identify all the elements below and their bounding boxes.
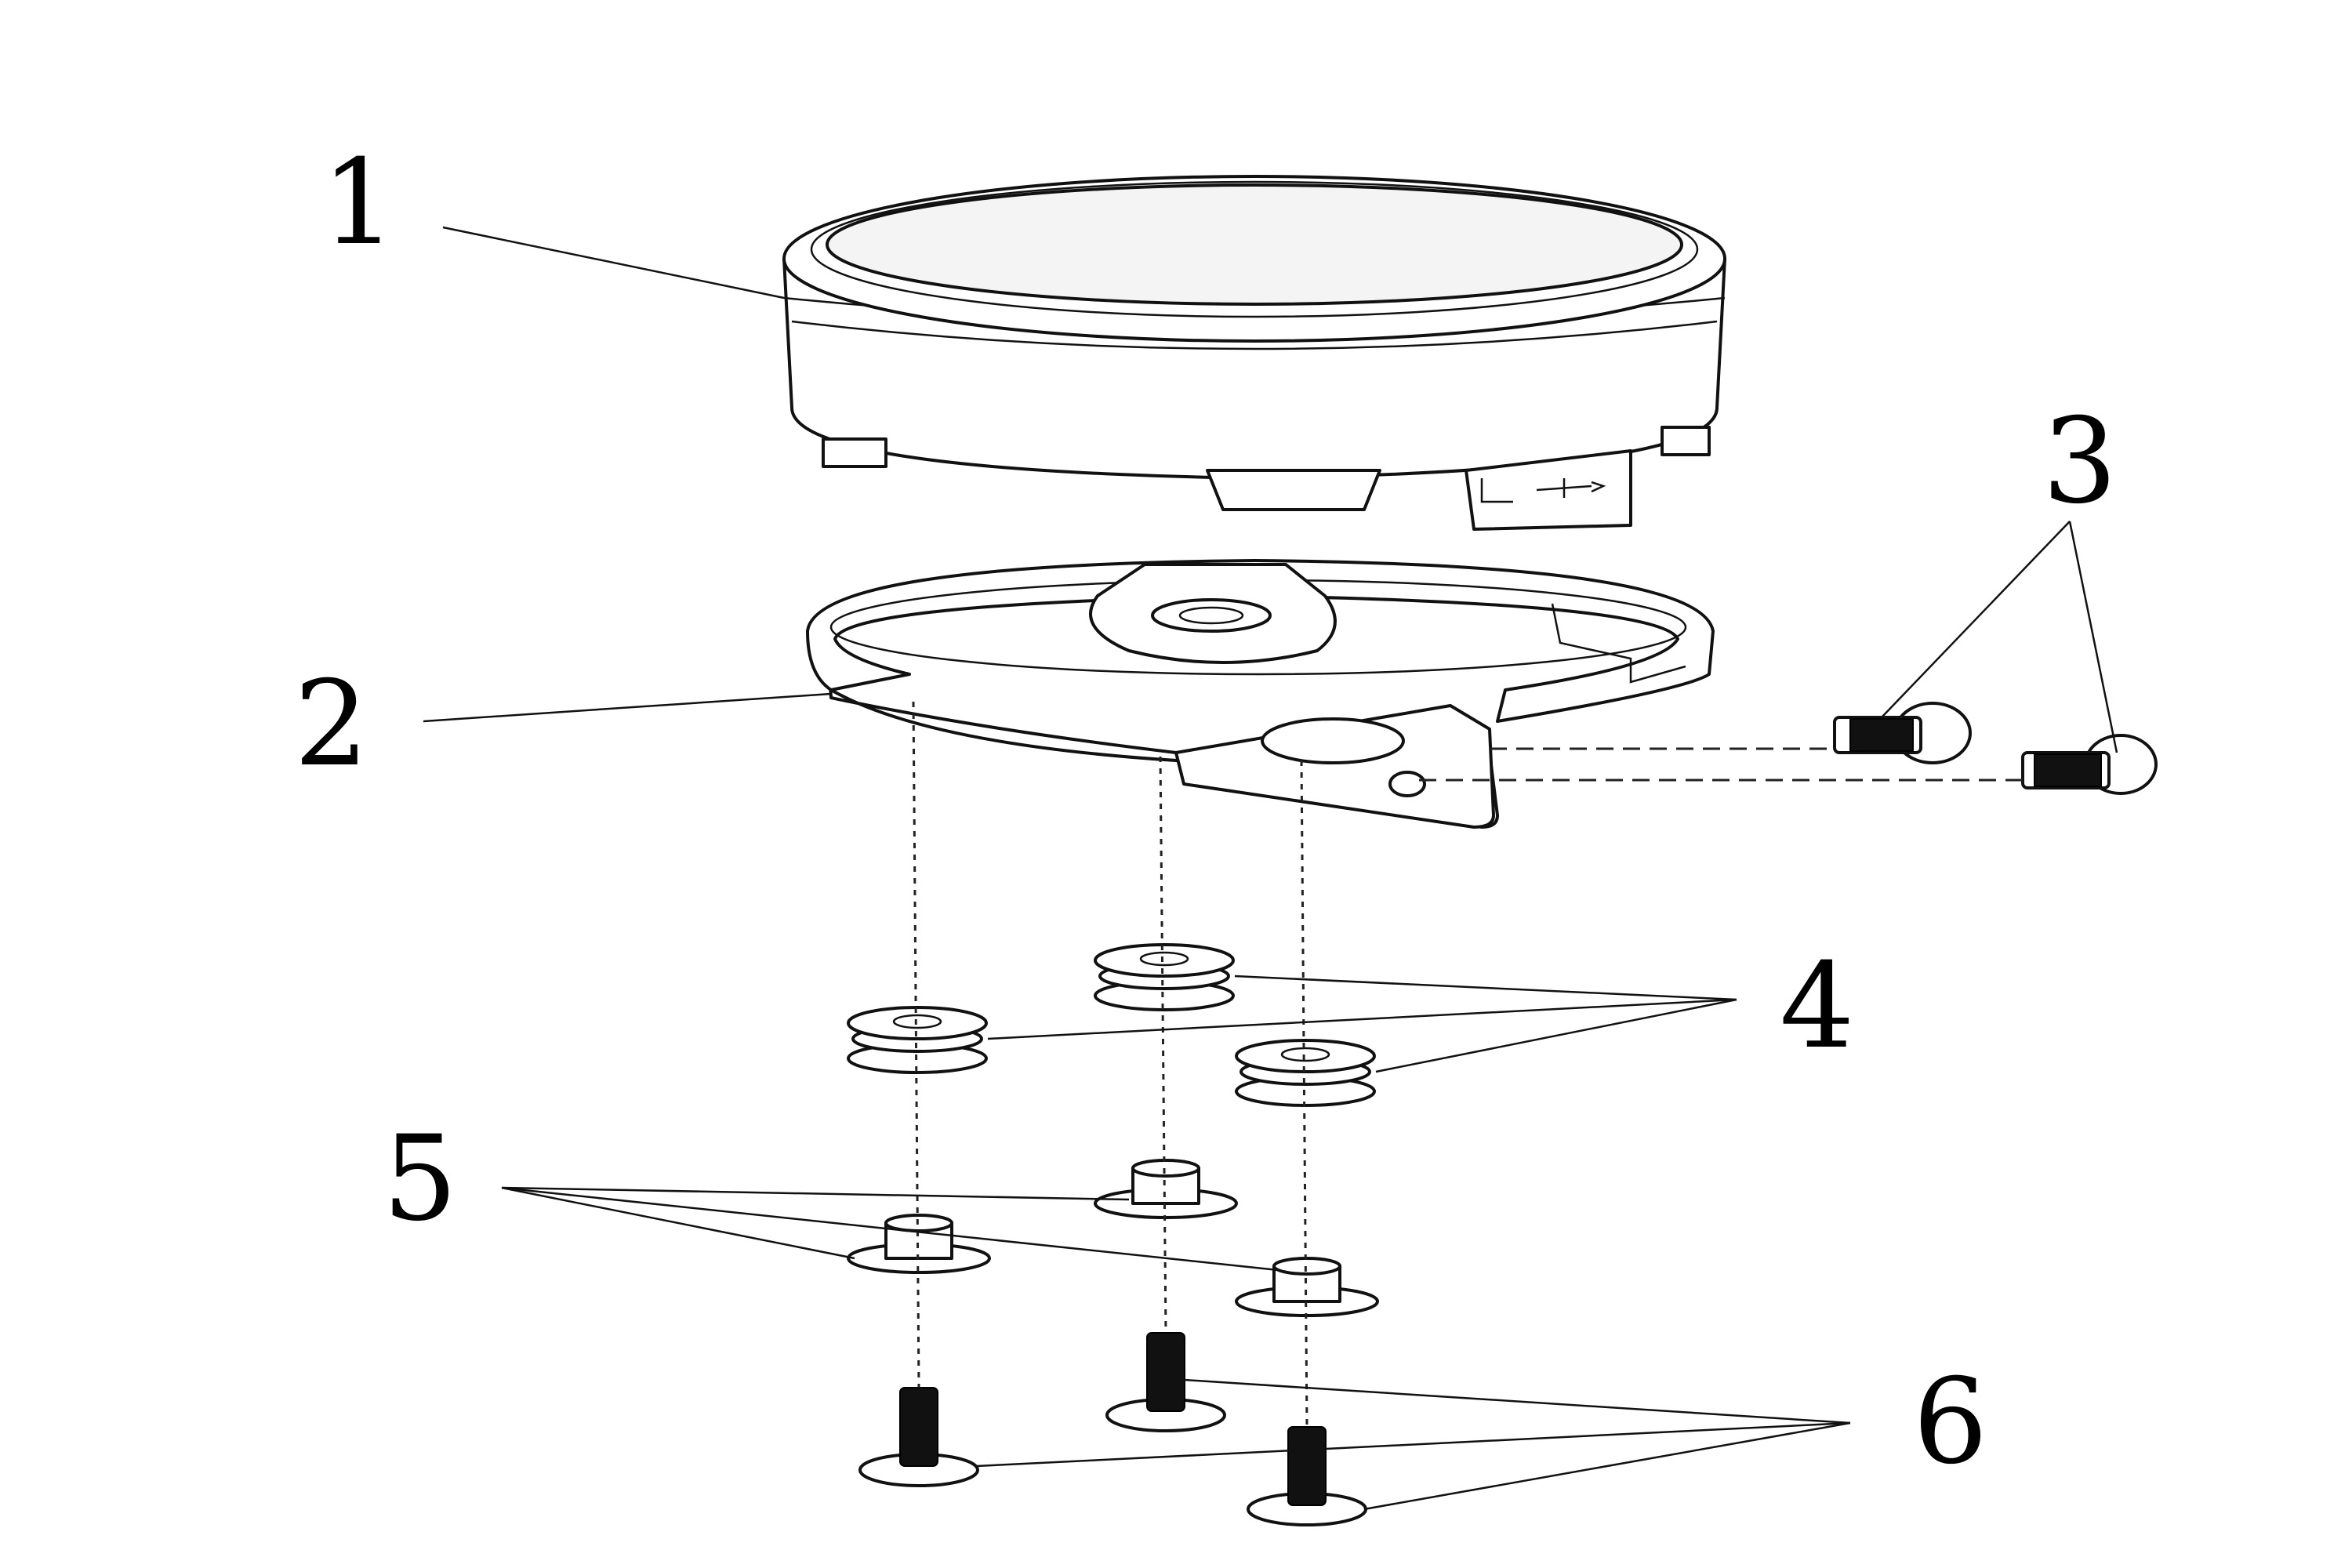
part-3-side-screw-lower (2021, 734, 2158, 795)
part-5-bushing-left (847, 1214, 991, 1274)
part-4-grommet-left (847, 1006, 988, 1074)
part-6-bolt-left (858, 1387, 979, 1487)
part-4-grommet-right (1235, 1039, 1376, 1107)
part-1-display-unit (782, 175, 1726, 531)
part-5-bushing-middle (1094, 1159, 1238, 1219)
part-3-side-screw-upper (1833, 702, 1972, 764)
callout-4: 4 (1780, 938, 1854, 1075)
part-6-bolt-right (1247, 1426, 1367, 1526)
callout-6: 6 (1913, 1354, 1987, 1490)
callout-2: 2 (294, 656, 368, 793)
part-4-grommet-middle (1094, 943, 1235, 1011)
callout-1: 1 (321, 135, 396, 271)
callout-3: 3 (2042, 394, 2117, 530)
usb-icon (1536, 478, 1606, 498)
callout-5: 5 (383, 1111, 457, 1247)
leader-lines (423, 226, 2118, 1511)
assembly-lines (912, 701, 2023, 1428)
part-6-bolt-middle (1105, 1332, 1226, 1432)
part-5-bushing-right (1235, 1257, 1379, 1317)
part-2-mounting-base (806, 559, 1715, 829)
